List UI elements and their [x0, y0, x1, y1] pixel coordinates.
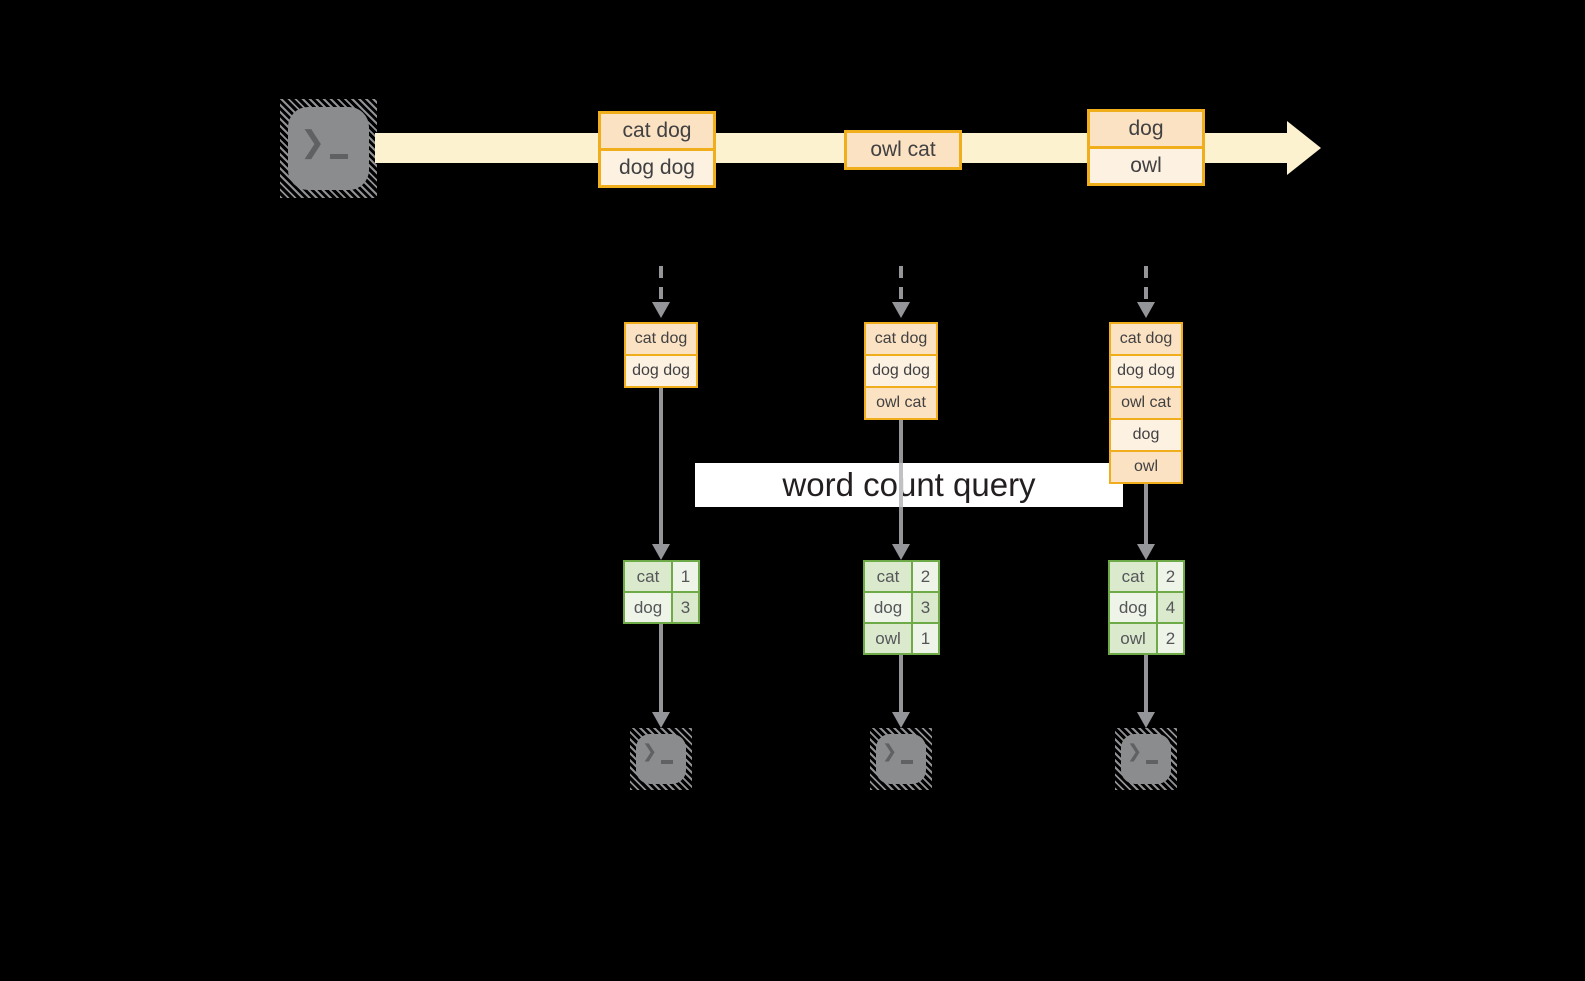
query-arrow-line: [1144, 484, 1148, 544]
output-arrow-line: [1144, 655, 1148, 712]
buffered-event-row: dog dog: [626, 354, 696, 386]
query-label-line-overlay: [899, 463, 903, 507]
buffered-event-row: cat dog: [866, 324, 936, 354]
terminal-prompt-icon: ❯: [642, 741, 658, 762]
stream-event-box: owl cat: [844, 130, 962, 170]
terminal-prompt-icon: ❯: [300, 125, 326, 160]
count-cell: 3: [913, 593, 938, 622]
output-arrowhead-icon: [1137, 712, 1155, 728]
word-cell: owl: [1110, 624, 1158, 653]
terminal-prompt-icon: ❯: [1127, 741, 1143, 762]
count-cell: 2: [913, 562, 938, 591]
dashed-arrowhead-icon: [652, 302, 670, 318]
count-cell: 3: [673, 593, 698, 622]
stream-event-row: dog: [1090, 112, 1202, 146]
stream-event-row: owl: [1090, 146, 1202, 183]
terminal-underscore-icon: [1146, 760, 1158, 764]
word-cell: cat: [865, 562, 913, 591]
terminal-underscore-icon: [901, 760, 913, 764]
count-cell: 4: [1158, 593, 1183, 622]
word-cell: dog: [625, 593, 673, 622]
buffered-event-row: owl cat: [1111, 386, 1181, 418]
count-cell: 1: [913, 624, 938, 653]
terminal-icon-body: [1121, 734, 1171, 784]
dashed-arrow-line: [1144, 266, 1148, 302]
word-cell: owl: [865, 624, 913, 653]
output-arrow-line: [899, 655, 903, 712]
stream-event-row: dog dog: [601, 148, 713, 185]
stream-event-row: cat dog: [601, 114, 713, 148]
terminal-icon-body: [288, 107, 369, 190]
buffered-event-row: owl: [1111, 450, 1181, 482]
query-label: word count query: [695, 463, 1123, 507]
word-cell: cat: [625, 562, 673, 591]
buffered-event-row: dog: [1111, 418, 1181, 450]
dashed-arrow-line: [659, 266, 663, 302]
query-arrowhead-icon: [892, 544, 910, 560]
buffered-event-row: dog dog: [866, 354, 936, 386]
buffered-event-row: cat dog: [626, 324, 696, 354]
word-cell: dog: [865, 593, 913, 622]
word-cell: dog: [1110, 593, 1158, 622]
terminal-icon: ❯: [280, 99, 377, 198]
count-cell: 1: [673, 562, 698, 591]
output-arrowhead-icon: [652, 712, 670, 728]
stream-event-row: owl cat: [847, 133, 959, 167]
terminal-icon: ❯: [1115, 728, 1177, 790]
dashed-arrowhead-icon: [892, 302, 910, 318]
buffered-event-row: owl cat: [866, 386, 936, 418]
terminal-icon: ❯: [630, 728, 692, 790]
stream-arrowhead: [1287, 121, 1321, 175]
terminal-icon-body: [636, 734, 686, 784]
buffered-event-row: dog dog: [1111, 354, 1181, 386]
dashed-arrowhead-icon: [1137, 302, 1155, 318]
terminal-icon-body: [876, 734, 926, 784]
count-cell: 2: [1158, 562, 1183, 591]
output-arrowhead-icon: [892, 712, 910, 728]
dashed-arrow-line: [899, 266, 903, 302]
terminal-prompt-icon: ❯: [882, 741, 898, 762]
query-arrow-line: [659, 388, 663, 544]
output-arrow-line: [659, 624, 663, 712]
count-cell: 2: [1158, 624, 1183, 653]
terminal-icon: ❯: [870, 728, 932, 790]
buffered-event-row: cat dog: [1111, 324, 1181, 354]
word-cell: cat: [1110, 562, 1158, 591]
terminal-underscore-icon: [661, 760, 673, 764]
query-arrowhead-icon: [1137, 544, 1155, 560]
terminal-underscore-icon: [330, 154, 348, 159]
query-arrowhead-icon: [652, 544, 670, 560]
